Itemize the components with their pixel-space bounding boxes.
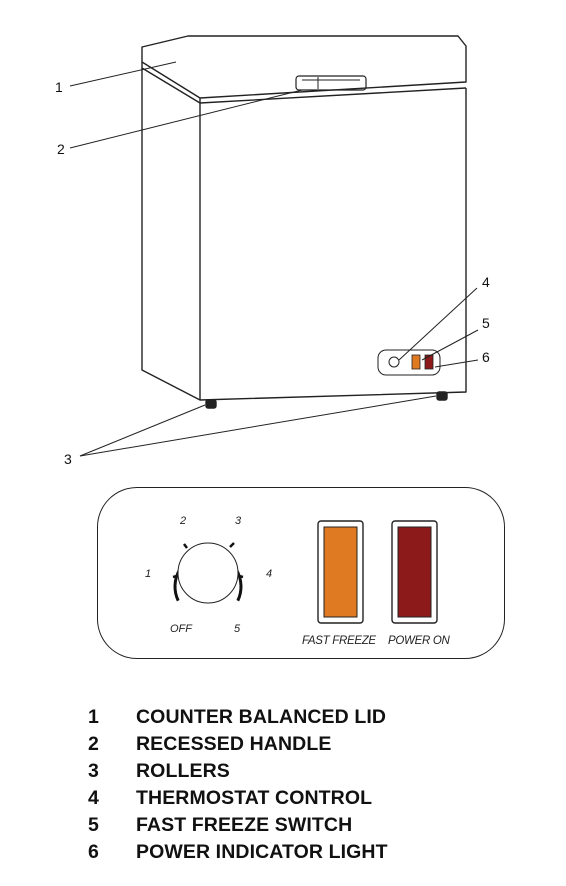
legend-number: 4 bbox=[88, 787, 99, 809]
legend-text: COUNTER BALANCED LID bbox=[136, 706, 387, 728]
legend-text: FAST FREEZE SWITCH bbox=[136, 814, 353, 836]
legend-text: THERMOSTAT CONTROL bbox=[136, 787, 373, 809]
dial-label-1: 1 bbox=[145, 568, 151, 580]
dial-label-off: OFF bbox=[170, 623, 193, 635]
lid bbox=[141, 35, 467, 99]
legend-number: 3 bbox=[88, 760, 99, 782]
legend-item: 1 COUNTER BALANCED LID bbox=[88, 704, 388, 731]
callout-3: 3 bbox=[64, 451, 72, 467]
fast-freeze-switch[interactable] bbox=[317, 520, 364, 624]
power-indicator-light bbox=[391, 520, 438, 624]
control-panel: 1 2 3 4 5 OFF FAST FREEZE POWER ON bbox=[97, 487, 505, 659]
freezer-diagram: 1 2 3 4 5 6 bbox=[55, 35, 490, 467]
legend-item: 2 RECESSED HANDLE bbox=[88, 731, 388, 758]
dial-label-5: 5 bbox=[234, 623, 241, 635]
callout-6: 6 bbox=[482, 349, 490, 365]
dial-label-2: 2 bbox=[179, 515, 186, 527]
legend-item: 6 POWER INDICATOR LIGHT bbox=[88, 839, 388, 866]
callout-1: 1 bbox=[55, 79, 63, 95]
fast-freeze-label: FAST FREEZE bbox=[302, 635, 376, 647]
legend-text: RECESSED HANDLE bbox=[136, 733, 332, 755]
dial-label-4: 4 bbox=[266, 568, 272, 580]
legend-item: 4 THERMOSTAT CONTROL bbox=[88, 785, 388, 812]
legend-number: 1 bbox=[88, 706, 99, 728]
legend-text: POWER INDICATOR LIGHT bbox=[136, 841, 388, 863]
callout-2: 2 bbox=[57, 141, 65, 157]
power-on-label: POWER ON bbox=[388, 635, 450, 647]
roller-right bbox=[436, 391, 448, 401]
legend-number: 6 bbox=[88, 841, 99, 863]
handle bbox=[295, 75, 367, 91]
dial-label-3: 3 bbox=[235, 515, 242, 527]
parts-legend: 1 COUNTER BALANCED LID 2 RECESSED HANDLE 3… bbox=[88, 704, 388, 866]
legend-text: ROLLERS bbox=[136, 760, 230, 782]
roller-left bbox=[205, 399, 217, 409]
legend-number: 5 bbox=[88, 814, 99, 836]
thermostat-dial[interactable] bbox=[172, 542, 244, 604]
callout-4: 4 bbox=[482, 274, 490, 290]
legend-number: 2 bbox=[88, 733, 99, 755]
callout-5: 5 bbox=[482, 315, 490, 331]
legend-item: 5 FAST FREEZE SWITCH bbox=[88, 812, 388, 839]
legend-item: 3 ROLLERS bbox=[88, 758, 388, 785]
small-control-panel bbox=[377, 349, 441, 376]
